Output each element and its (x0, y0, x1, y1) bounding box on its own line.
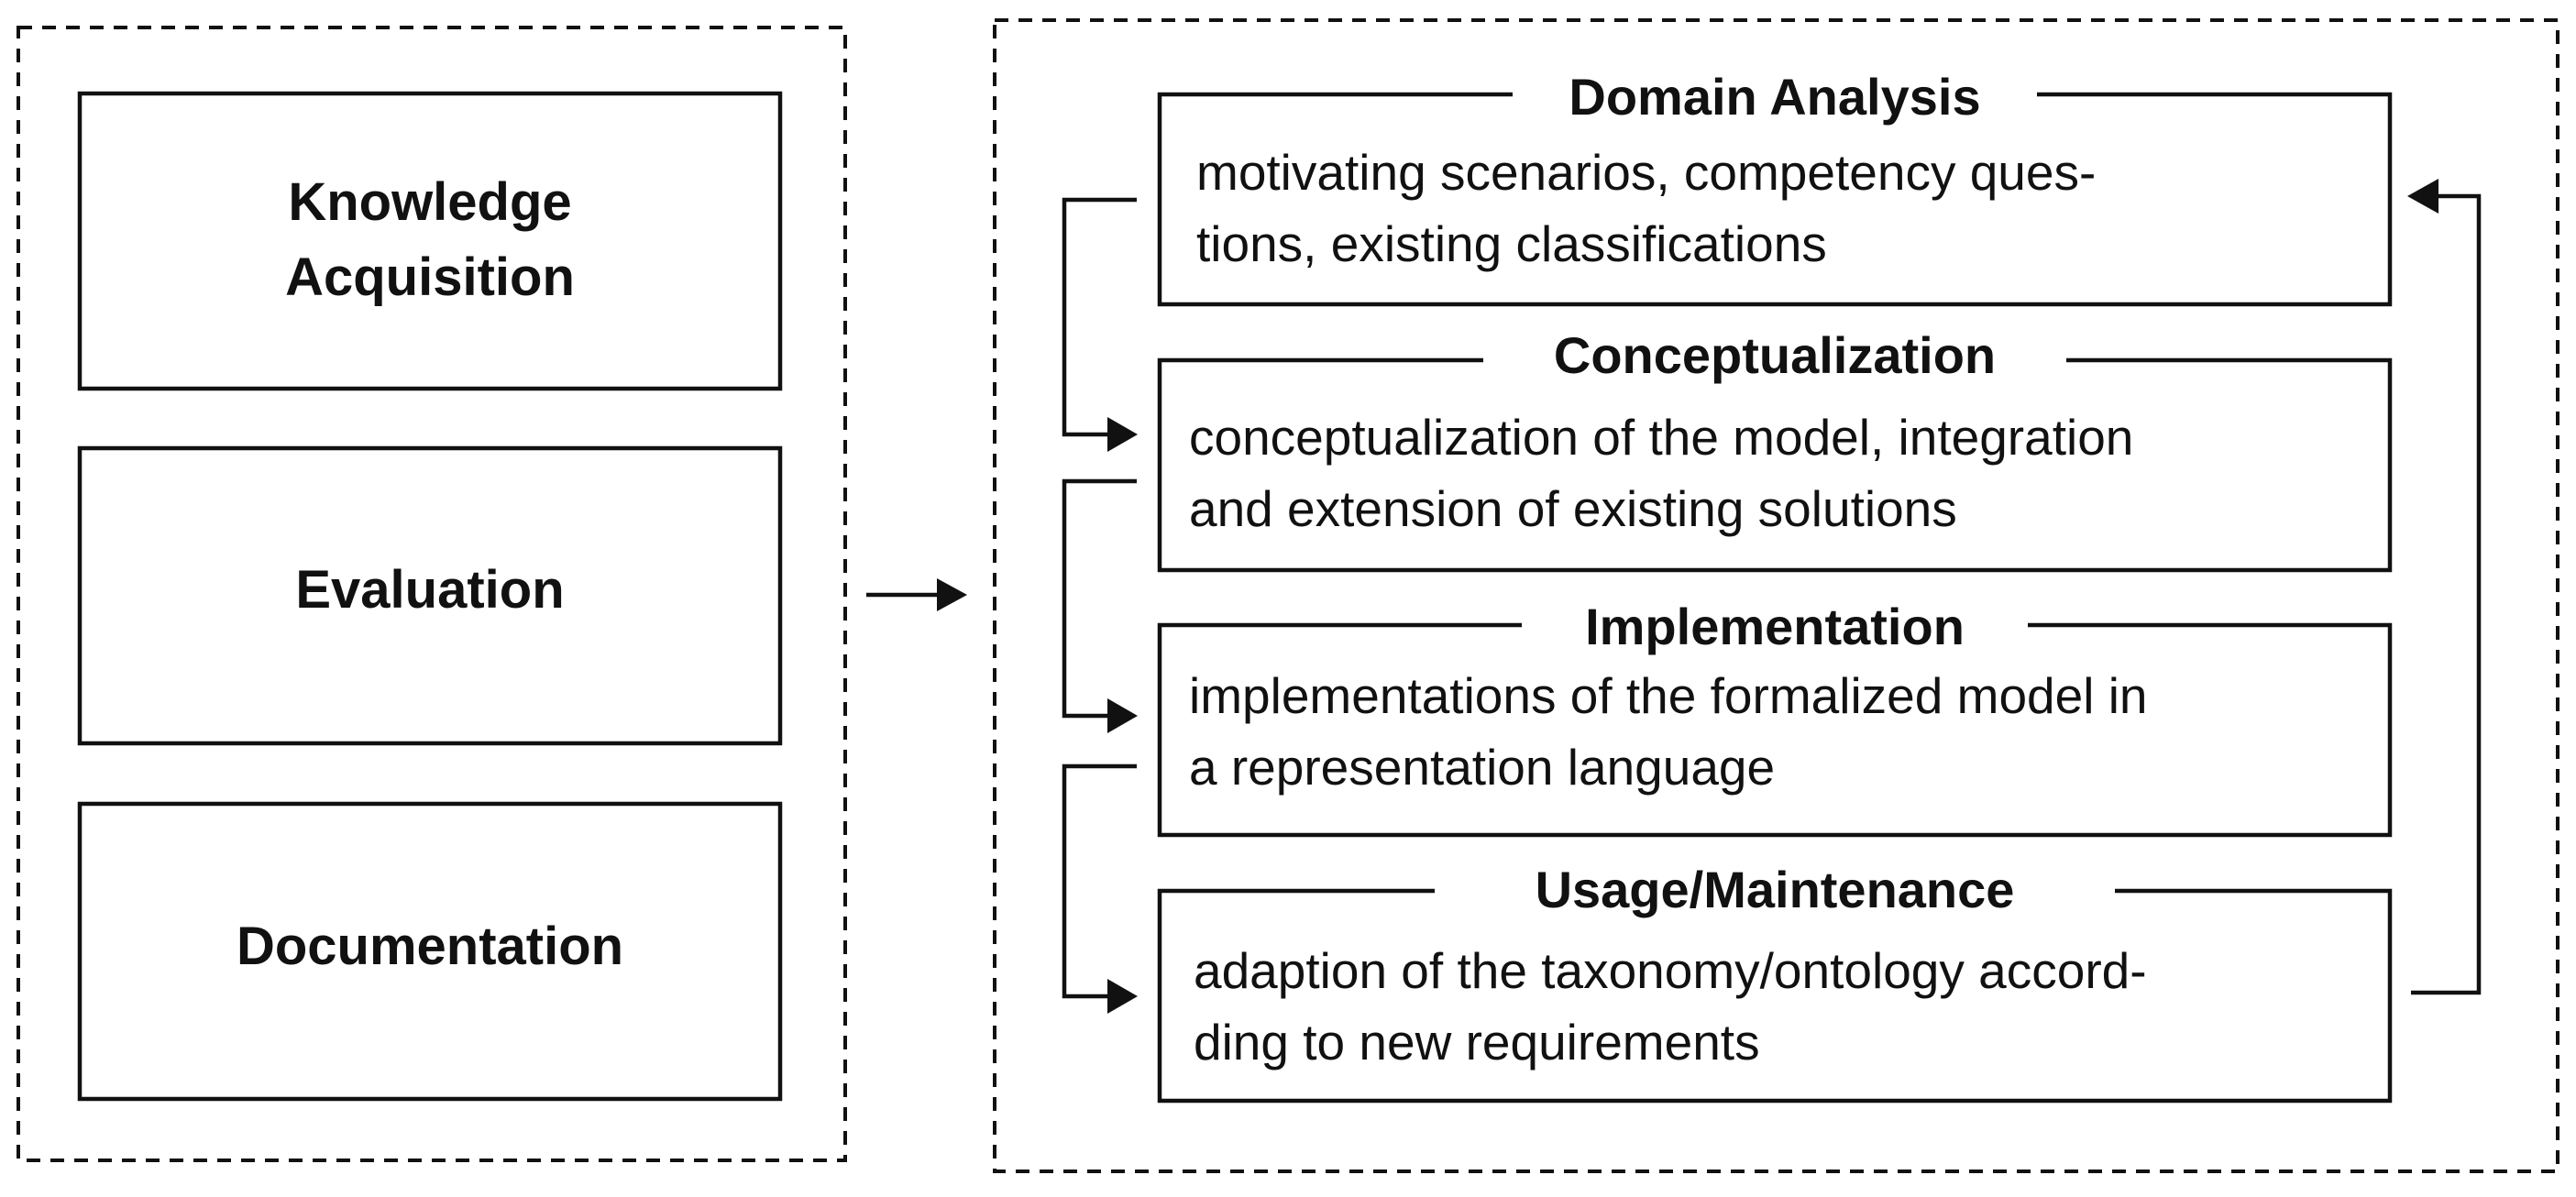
stage-domain-analysis: Domain Analysis motivating scenarios, co… (1157, 62, 2393, 307)
stage-description-line: motivating scenarios, competency ques- (1196, 144, 2096, 201)
stage-description-line: ding to new requirements (1194, 1014, 1760, 1071)
activity-label-line: Documentation (237, 917, 623, 976)
activity-evaluation: Evaluation (77, 445, 783, 746)
stage-usage-maintenance: Usage/Maintenance adaption of the taxono… (1157, 859, 2393, 1104)
arrow-head-icon (1107, 979, 1138, 1014)
stage-conceptualization: Conceptualization conceptualization of t… (1157, 326, 2393, 573)
stage-description-line: tions, existing classifications (1196, 215, 1827, 272)
stage-title: Conceptualization (1554, 326, 1996, 384)
stage-description-line: and extension of existing solutions (1189, 480, 1957, 537)
stage-title: Implementation (1585, 598, 1965, 655)
activity-label-line: Evaluation (295, 560, 564, 620)
connector-arrow (866, 578, 967, 611)
stage-title-backdrop (1435, 859, 2115, 923)
activity-label-line: Knowledge (288, 172, 571, 232)
stage-box (1157, 622, 2393, 838)
stage-title: Domain Analysis (1569, 68, 1980, 126)
stage-title-backdrop (1483, 328, 2066, 392)
activity-documentation: Documentation (77, 801, 783, 1102)
activity-label-line: Acquisition (285, 247, 575, 307)
activity-box (77, 91, 783, 391)
stage-description-line: a representation language (1189, 739, 1775, 796)
stage-box (1157, 92, 2393, 307)
stage-implementation: Implementation implementations of the fo… (1157, 593, 2393, 838)
feedback-arrow-usage-to-domain (2407, 179, 2482, 995)
stage-description-line: implementations of the formalized model … (1189, 667, 2148, 724)
flow-arrow-domain-to-conceptualization (1062, 197, 1138, 452)
arrow-head-icon (2407, 179, 2438, 214)
arrow-head-icon (1107, 417, 1138, 452)
stage-description-line: conceptualization of the model, integrat… (1189, 409, 2133, 466)
activity-knowledge-acquisition: Knowledge Acquisition (77, 91, 783, 391)
stage-title: Usage/Maintenance (1536, 861, 2015, 918)
stage-description-line: adaption of the taxonomy/ontology accord… (1194, 942, 2147, 999)
stage-title-backdrop (1513, 62, 2037, 126)
stage-title-backdrop (1522, 593, 2028, 657)
activity-box (77, 801, 783, 1102)
supporting-activities-container (17, 26, 847, 1162)
activity-box (77, 445, 783, 746)
flow-arrow-conceptualization-to-implementation (1062, 478, 1138, 733)
flow-arrow-implementation-to-usage (1062, 763, 1138, 1014)
arrow-head-icon (1107, 698, 1138, 733)
arrow-head-icon (937, 578, 967, 611)
